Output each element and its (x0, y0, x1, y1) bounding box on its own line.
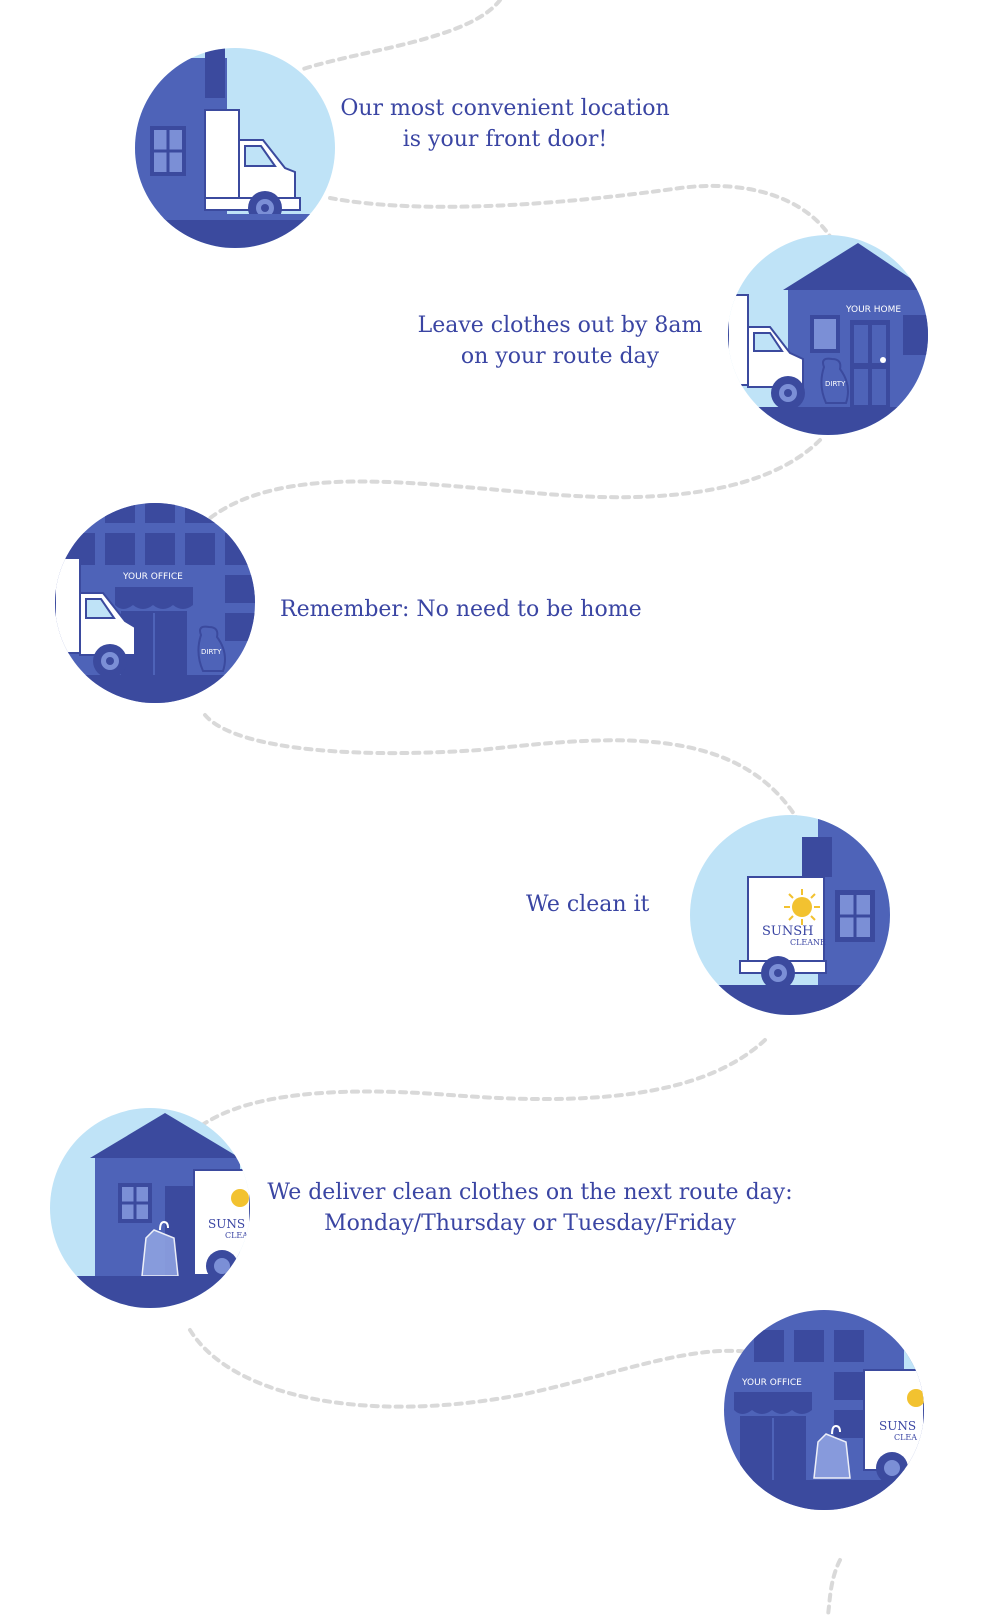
step-4-caption: We clean it (526, 889, 686, 920)
home-sign: YOUR HOME (845, 305, 901, 315)
route-path-segment (203, 438, 822, 524)
dirty-bag-label: DIRTY (825, 380, 846, 388)
step-3-illustration: YOUR OFFICE DIRTY (55, 503, 255, 703)
truck-brand-sub: CLEA (894, 1433, 917, 1442)
truck-brand-sub: CLEA (225, 1231, 248, 1240)
truck-brand: SUNS (879, 1419, 916, 1433)
home-delivery-illustration: SUNS CLEA (50, 1108, 250, 1308)
office-delivery-illustration: YOUR OFFICE SUNS CLEA (724, 1310, 924, 1510)
truck-at-building-illustration (135, 48, 335, 248)
caption-line: on your route day (460, 344, 660, 369)
truck-brand-sub: CLEANE (790, 938, 826, 947)
sun-logo-icon (784, 889, 820, 925)
caption-line: Remember: No need to be home (280, 597, 642, 622)
caption-line: is your front door! (402, 127, 608, 152)
step-1-illustration (135, 48, 335, 248)
truck-brand: SUNSH (762, 924, 813, 939)
office-sign: YOUR OFFICE (122, 572, 183, 582)
step-3-caption: Remember: No need to be home (280, 594, 680, 625)
truck-brand: SUNS (208, 1217, 245, 1231)
caption-line: Leave clothes out by 8am (417, 313, 703, 338)
route-path-segment (188, 1328, 802, 1409)
route-path-segment (178, 1038, 767, 1147)
route-path-segment (826, 1558, 842, 1615)
dirty-bag-label: DIRTY (201, 648, 222, 656)
caption-line: Our most convenient location (340, 96, 670, 121)
step-6-illustration: YOUR OFFICE SUNS CLEA (724, 1310, 924, 1510)
step-5-illustration: SUNS CLEA (50, 1108, 250, 1308)
your-home-illustration: YOUR HOME DIRTY (728, 235, 928, 435)
route-path-segment (328, 183, 837, 247)
clean-shirt-icon (813, 1424, 851, 1479)
step-2-caption: Leave clothes out by 8am on your route d… (390, 310, 730, 372)
office-sign: YOUR OFFICE (741, 1378, 802, 1388)
route-path-segment (203, 713, 814, 850)
sunshine-cleaners-truck-illustration: SUNSH CLEANE (690, 815, 890, 1015)
your-office-illustration: YOUR OFFICE DIRTY (55, 503, 255, 703)
step-1-caption: Our most convenient location is your fro… (325, 93, 685, 155)
caption-line: Monday/Thursday or Tuesday/Friday (324, 1211, 736, 1236)
caption-line: We deliver clean clothes on the next rou… (267, 1180, 793, 1205)
step-4-illustration: SUNSH CLEANE (690, 815, 890, 1015)
route-path-segment (298, 0, 502, 72)
step-5-caption: We deliver clean clothes on the next rou… (260, 1177, 800, 1239)
caption-line: We clean it (526, 892, 650, 917)
step-2-illustration: YOUR HOME DIRTY (728, 235, 928, 435)
